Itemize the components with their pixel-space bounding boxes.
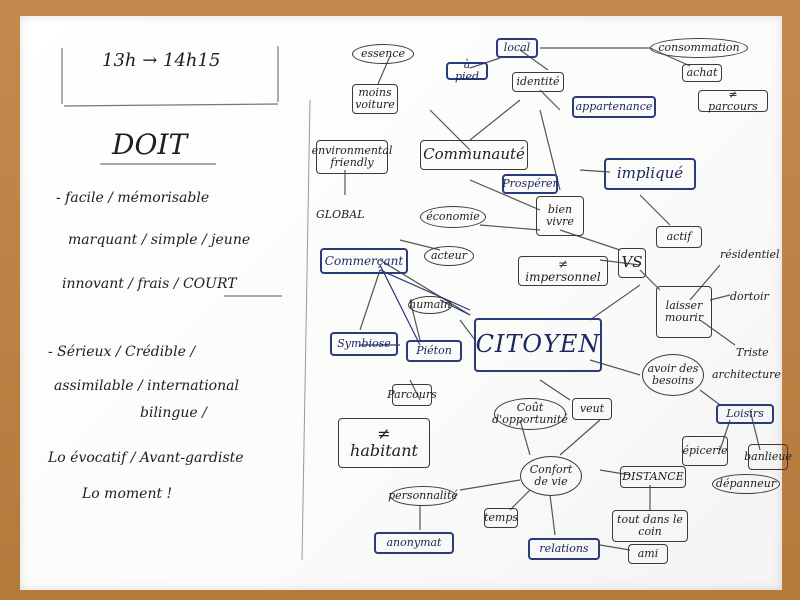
node-symbiose: Symbiose	[330, 332, 398, 356]
node-parcours: Parcours	[387, 384, 437, 406]
node-ami: ami	[628, 544, 668, 564]
criteria-line-5: assimilable / international	[54, 378, 239, 394]
node-temps: temps	[484, 508, 518, 528]
node-acteur: acteur	[424, 246, 474, 266]
node-identite: identité	[512, 72, 564, 92]
node-global: GLOBAL	[316, 208, 365, 221]
node-anonymat: anonymat	[374, 532, 454, 554]
node-laisser-mourir: laisser mourir	[656, 286, 712, 338]
node-moins-voiture: moins voiture	[352, 84, 398, 114]
node-architecture: architecture	[712, 368, 781, 381]
node-bien-vivre: bien vivre	[536, 196, 584, 236]
node-loisirs: Loisirs	[716, 404, 774, 424]
node-triste: Triste	[736, 346, 769, 359]
heading-doit: DOIT	[112, 128, 188, 161]
node-habitant: ≠ habitant	[338, 418, 430, 468]
criteria-line-8: Lo moment !	[82, 486, 173, 502]
node-essence: essence	[352, 44, 414, 64]
node-residentiel: résidentiel	[720, 248, 780, 261]
node-cout-opportunite: Coût d'opportunité	[492, 398, 568, 430]
node-a-pied: à pied	[446, 59, 488, 82]
node-avoir-besoins: avoir des besoins	[642, 354, 704, 396]
node-distance: DISTANCE	[620, 466, 686, 488]
node-consommation: consommation	[650, 38, 748, 58]
node-actif: actif	[656, 226, 702, 248]
node-dortoir: dortoir	[730, 290, 769, 303]
node-humain: humain	[408, 296, 452, 314]
node-tout-dans-le-coin: tout dans le coin	[612, 510, 688, 542]
node-banlieue: banlieue	[744, 444, 792, 470]
node-vs: VS	[618, 248, 646, 278]
node-implique: impliqué	[604, 158, 696, 190]
node-appartenance: appartenance	[572, 96, 656, 118]
node-achat: achat	[682, 64, 722, 82]
node-communaute: Communauté	[420, 140, 528, 170]
criteria-line-4: - Sérieux / Crédible /	[48, 344, 196, 360]
node-not-parcours: ≠ parcours	[698, 89, 768, 112]
node-veut: veut	[572, 398, 612, 420]
node-impersonnel: ≠ impersonnel	[518, 256, 608, 286]
criteria-line-1: - facile / mémorisable	[56, 190, 210, 206]
criteria-line-2: marquant / simple / jeune	[68, 232, 251, 248]
node-epicerie: épicerie	[682, 436, 728, 466]
node-relations: relations	[528, 538, 600, 560]
node-commercant: Commerçant	[320, 248, 408, 274]
time-range: 13h → 14h15	[102, 50, 221, 71]
node-personnalite: personnalité	[388, 486, 458, 506]
criteria-line-3: innovant / frais / COURT	[62, 276, 237, 292]
node-citoyen: CITOYEN	[474, 318, 602, 372]
node-economie: économie	[420, 206, 486, 228]
node-depanneur: dépanneur	[712, 474, 780, 494]
node-prosperer: Prospérer	[502, 174, 558, 194]
node-local: local	[496, 38, 538, 58]
criteria-line-7: Lo évocatif / Avant-gardiste	[48, 450, 244, 466]
node-confort-vie: Confort de vie	[520, 456, 582, 496]
criteria-line-6: bilingue /	[140, 405, 207, 421]
node-environmental-friendly: environmental friendly	[312, 140, 392, 174]
node-pieton: Piéton	[406, 340, 462, 362]
